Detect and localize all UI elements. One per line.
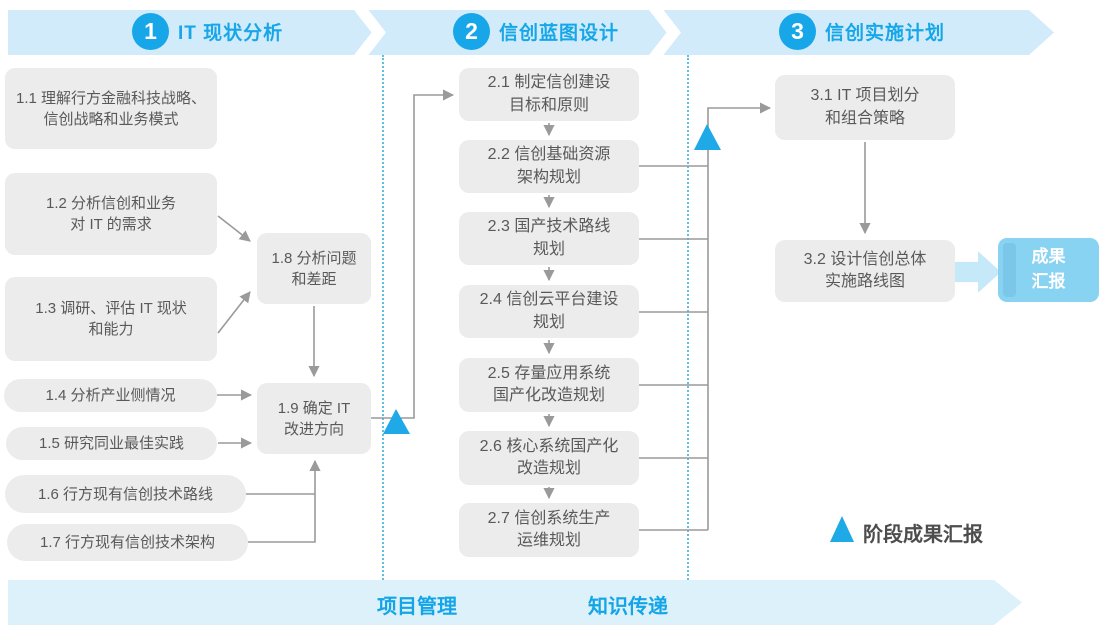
phase-3-title: 信创实施计划 bbox=[825, 23, 946, 44]
bottom-band-label-knowledge-transfer: 知识传递 bbox=[588, 596, 668, 618]
step-1-9: 1.9 确定 IT 改进方向 bbox=[257, 383, 371, 454]
milestone-triangle-icon-phase2 bbox=[694, 124, 721, 150]
step-2-4: 2.4 信创云平台建设 规划 bbox=[459, 285, 639, 338]
phase-3-header: 3 信创实施计划 bbox=[779, 13, 945, 50]
result-report-box: 成果 汇报 bbox=[998, 238, 1099, 302]
legend-label: 阶段成果汇报 bbox=[863, 524, 983, 546]
step-2-1: 2.1 制定信创建设 目标和原则 bbox=[459, 68, 639, 121]
step-1-8: 1.8 分析问题 和差距 bbox=[257, 233, 371, 304]
step-1-7: 1.7 行方现有信创技术架构 bbox=[7, 524, 248, 561]
collector-branch-lines bbox=[639, 165, 708, 531]
phase-divider-dotted-line-2 bbox=[687, 55, 689, 580]
step-3-2: 3.2 设计信创总体 实施路线图 bbox=[775, 240, 955, 302]
arrow-1-9-to-2-1 bbox=[370, 89, 455, 419]
step-3-1: 3.1 IT 项目划分 和组合策略 bbox=[775, 75, 955, 140]
arrow-1-2-to-1-8 bbox=[217, 215, 251, 242]
arrow-1-3-to-1-8 bbox=[217, 291, 251, 334]
step-1-4: 1.4 分析产业侧情况 bbox=[4, 379, 217, 412]
arrow-collector-to-3-1 bbox=[707, 102, 772, 530]
phase-1-number-badge: 1 bbox=[132, 13, 169, 50]
phase-1-title: IT 现状分析 bbox=[178, 23, 284, 44]
arrow-1-7-to-1-9 bbox=[248, 459, 321, 543]
bottom-band-label-project-management: 项目管理 bbox=[377, 596, 457, 618]
step-1-3: 1.3 调研、评估 IT 现状 和能力 bbox=[5, 277, 217, 361]
step-1-5: 1.5 研究同业最佳实践 bbox=[6, 427, 217, 460]
step-2-6: 2.6 核心系统国产化 改造规划 bbox=[459, 431, 639, 485]
step-2-5: 2.5 存量应用系统 国产化改造规划 bbox=[459, 358, 639, 412]
phase-3-number-badge: 3 bbox=[779, 13, 816, 50]
step-2-2: 2.2 信创基础资源 架构规划 bbox=[459, 140, 639, 193]
step-2-7: 2.7 信创系统生产 运维规划 bbox=[459, 503, 639, 557]
legend-triangle-icon bbox=[830, 516, 854, 542]
milestone-triangle-icon-phase1 bbox=[383, 409, 410, 434]
phase-2-header: 2 信创蓝图设计 bbox=[453, 13, 619, 50]
phase-2-number-badge: 2 bbox=[453, 13, 490, 50]
phase-1-header: 1 IT 现状分析 bbox=[132, 13, 283, 50]
step-1-2: 1.2 分析信创和业务 对 IT 的需求 bbox=[5, 173, 217, 255]
bottom-band bbox=[8, 580, 1022, 625]
step-1-6: 1.6 行方现有信创技术路线 bbox=[5, 475, 246, 513]
phase-2-title: 信创蓝图设计 bbox=[499, 23, 620, 44]
step-1-1: 1.1 理解行方金融科技战略、 信创战略和业务模式 bbox=[5, 68, 217, 149]
phase-divider-dotted-line-1 bbox=[382, 55, 384, 580]
step-2-3: 2.3 国产技术路线 规划 bbox=[459, 212, 639, 265]
phase-band bbox=[8, 10, 1054, 55]
